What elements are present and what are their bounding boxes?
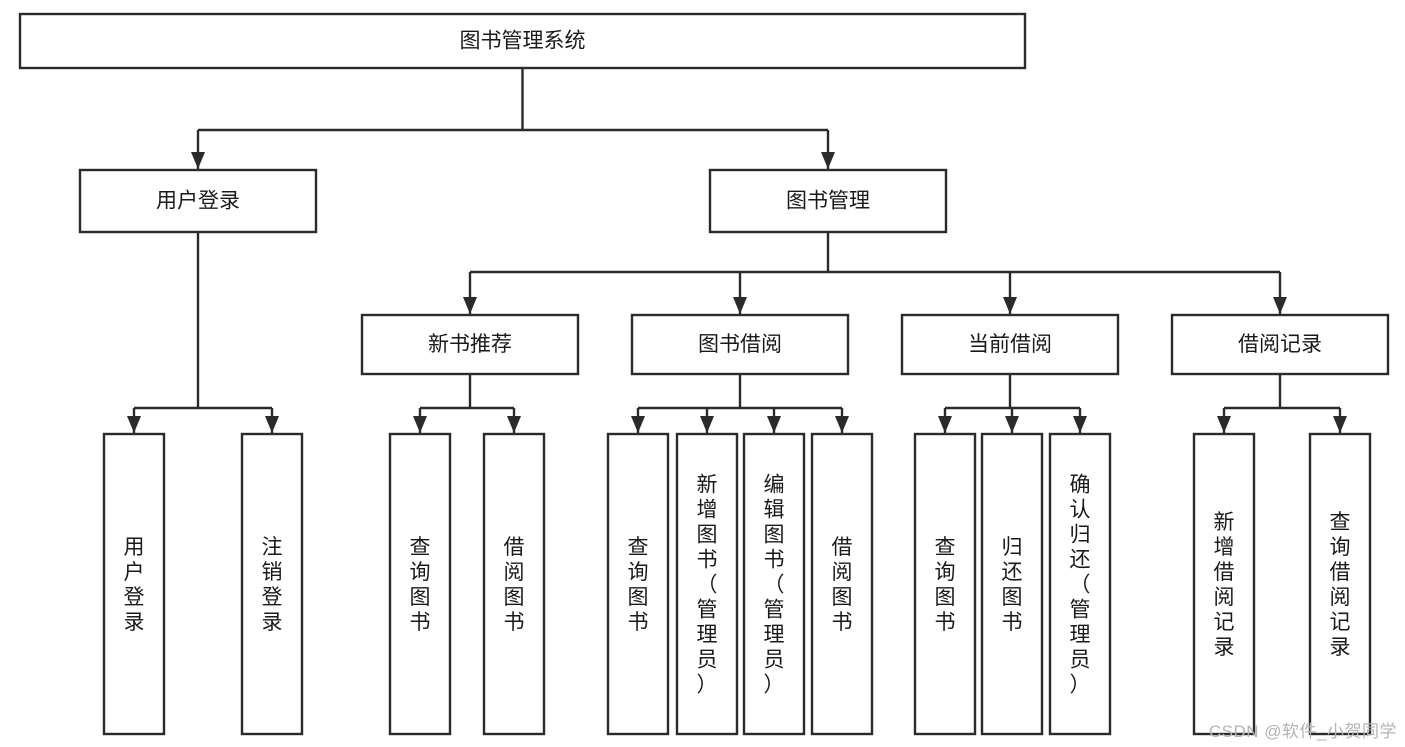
arrow-head-icon [1217, 416, 1231, 433]
node-current-borrow[interactable]: 当前借阅 [900, 313, 1120, 376]
node-label-leaf-add-book: 新增图书（管理员） [697, 474, 718, 697]
arrow-head-icon [191, 152, 205, 169]
node-leaf-query-book-rec[interactable]: 查询图书 [388, 432, 452, 736]
node-box-leaf-query-book-rec [388, 432, 452, 736]
arrow-head-icon [767, 416, 781, 433]
arrow-head-icon [700, 416, 714, 433]
node-label-leaf-return-book: 归还图书 [1002, 536, 1023, 634]
edges-from-book-borrow [631, 374, 849, 433]
node-label-book-manage: 图书管理 [786, 190, 870, 213]
arrow-head-icon [127, 416, 141, 433]
node-leaf-edit-book[interactable]: 编辑图书（管理员） [742, 432, 806, 736]
node-label-book-borrow: 图书借阅 [698, 333, 782, 356]
node-label-leaf-query-book: 查询图书 [628, 536, 649, 634]
node-layer: 图书管理系统用户登录图书管理新书推荐图书借阅当前借阅借阅记录用户登录注销登录查询… [18, 12, 1390, 736]
node-label-leaf-borrow-book: 借阅图书 [832, 536, 853, 634]
node-box-leaf-add-book [675, 432, 739, 736]
arrow-head-icon [265, 416, 279, 433]
node-box-leaf-return-book [980, 432, 1044, 736]
arrow-head-icon [631, 416, 645, 433]
node-box-book-manage [708, 168, 948, 234]
arrow-head-icon [835, 416, 849, 433]
edges-from-root [191, 68, 835, 169]
node-box-book-borrow [630, 313, 850, 376]
node-label-leaf-user-login: 用户登录 [124, 536, 145, 634]
node-label-user-login: 用户登录 [156, 190, 240, 213]
node-label-current-borrow: 当前借阅 [968, 333, 1052, 356]
arrow-head-icon [1005, 416, 1019, 433]
node-label-root: 图书管理系统 [460, 30, 586, 53]
node-label-leaf-query-book-cur: 查询图书 [935, 536, 956, 634]
node-label-leaf-query-book-rec: 查询图书 [410, 536, 431, 634]
edges-from-book-manage [463, 232, 1287, 314]
node-box-current-borrow [900, 313, 1120, 376]
arrow-head-icon [507, 416, 521, 433]
node-box-leaf-confirm-return [1048, 432, 1112, 736]
node-label-borrow-record: 借阅记录 [1238, 333, 1322, 356]
node-box-leaf-add-record [1192, 432, 1256, 736]
connector-layer [127, 68, 1347, 433]
node-book-manage[interactable]: 图书管理 [708, 168, 948, 234]
arrow-head-icon [1003, 297, 1017, 314]
node-label-leaf-confirm-return: 确认归还（管理员） [1070, 474, 1091, 697]
node-root[interactable]: 图书管理系统 [18, 12, 1027, 70]
node-box-leaf-edit-book [742, 432, 806, 736]
node-label-leaf-edit-book: 编辑图书（管理员） [764, 474, 785, 697]
node-box-leaf-query-book-cur [913, 432, 977, 736]
node-box-borrow-record [1170, 313, 1390, 376]
node-box-leaf-query-book [606, 432, 670, 736]
node-label-leaf-logout: 注销登录 [262, 536, 283, 634]
edges-from-new-book-rec [413, 374, 521, 433]
edges-from-user-login [127, 232, 279, 433]
node-user-login[interactable]: 用户登录 [78, 168, 318, 234]
node-leaf-add-book[interactable]: 新增图书（管理员） [675, 432, 739, 736]
arrow-head-icon [413, 416, 427, 433]
node-box-leaf-borrow-book-rec [482, 432, 546, 736]
node-leaf-confirm-return[interactable]: 确认归还（管理员） [1048, 432, 1112, 736]
node-book-borrow[interactable]: 图书借阅 [630, 313, 850, 376]
node-box-new-book-rec [360, 313, 580, 376]
arrow-head-icon [938, 416, 952, 433]
node-leaf-add-record[interactable]: 新增借阅记录 [1192, 432, 1256, 736]
watermark-label: CSDN @软件_小贺同学 [1208, 722, 1397, 741]
node-leaf-query-book-cur[interactable]: 查询图书 [913, 432, 977, 736]
arrow-head-icon [1073, 416, 1087, 433]
node-leaf-return-book[interactable]: 归还图书 [980, 432, 1044, 736]
edges-from-current-borrow [938, 374, 1087, 433]
node-borrow-record[interactable]: 借阅记录 [1170, 313, 1390, 376]
node-leaf-query-record[interactable]: 查询借阅记录 [1308, 432, 1372, 736]
node-label-leaf-add-record: 新增借阅记录 [1214, 511, 1235, 659]
node-leaf-logout[interactable]: 注销登录 [240, 432, 304, 736]
node-box-leaf-user-login [102, 432, 166, 736]
node-new-book-rec[interactable]: 新书推荐 [360, 313, 580, 376]
node-label-leaf-query-record: 查询借阅记录 [1330, 511, 1351, 659]
arrow-head-icon [821, 152, 835, 169]
node-leaf-borrow-book[interactable]: 借阅图书 [810, 432, 874, 736]
arrow-head-icon [733, 297, 747, 314]
arrow-head-icon [1273, 297, 1287, 314]
edges-from-borrow-record [1217, 374, 1347, 433]
node-box-leaf-borrow-book [810, 432, 874, 736]
node-box-leaf-query-record [1308, 432, 1372, 736]
node-label-leaf-borrow-book-rec: 借阅图书 [504, 536, 525, 634]
node-box-user-login [78, 168, 318, 234]
node-leaf-query-book[interactable]: 查询图书 [606, 432, 670, 736]
arrow-head-icon [1333, 416, 1347, 433]
node-label-new-book-rec: 新书推荐 [428, 333, 512, 356]
arrow-head-icon [463, 297, 477, 314]
node-box-root [18, 12, 1027, 70]
node-leaf-borrow-book-rec[interactable]: 借阅图书 [482, 432, 546, 736]
node-leaf-user-login[interactable]: 用户登录 [102, 432, 166, 736]
node-box-leaf-logout [240, 432, 304, 736]
